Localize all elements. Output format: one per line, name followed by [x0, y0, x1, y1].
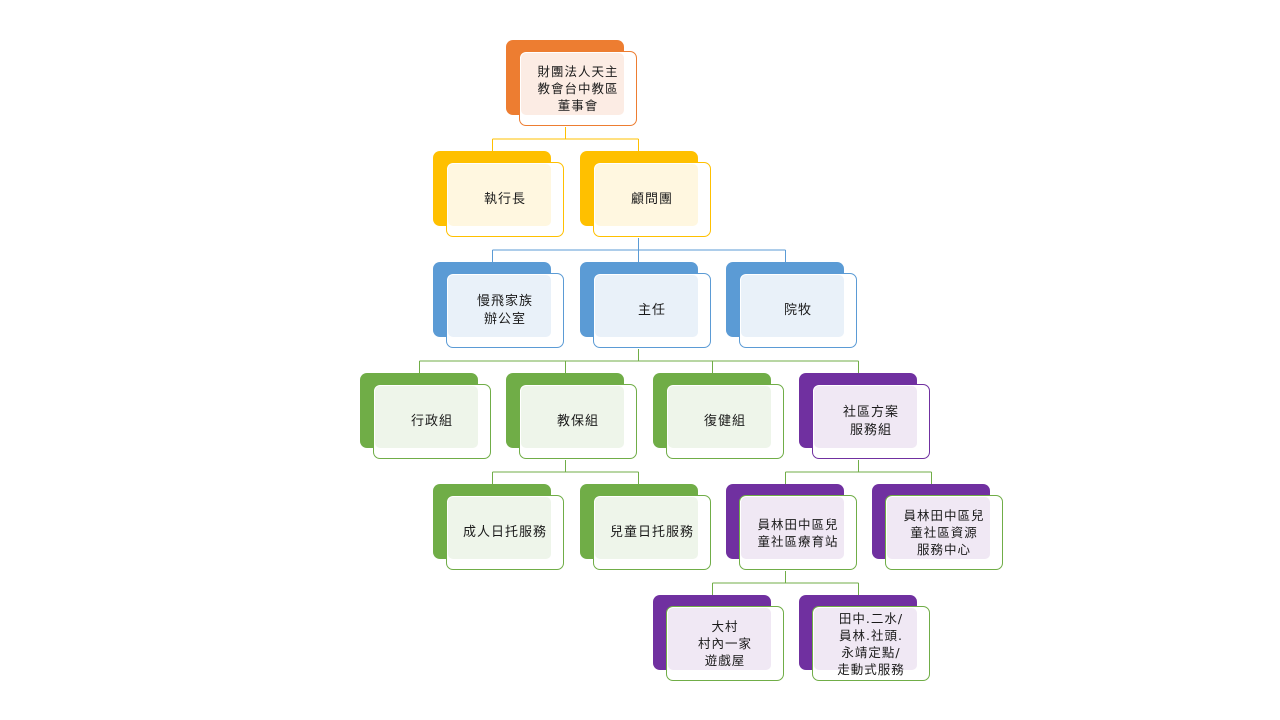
mobile-service-label: 田中.二水/ 員林.社頭. 永靖定點/ 走動式服務: [837, 610, 905, 677]
advisory-card: 顧問團: [593, 162, 711, 237]
resource-center-label: 員林田中區兒 童社區資源 服務中心: [903, 508, 985, 557]
rehab-card: 復健組: [666, 384, 784, 459]
director-label: 主任: [637, 302, 666, 318]
board-label: 財團法人天主 教會台中教區 董事會: [537, 64, 619, 113]
community-label: 社區方案 服務組: [842, 404, 899, 438]
family-office-label: 慢飛家族 辦公室: [476, 293, 533, 327]
early-care-station-label: 員林田中區兒 童社區療育站: [757, 516, 839, 549]
advisory-label: 顧問團: [630, 191, 673, 207]
playhouse-label: 大村 村內一家 遊戲屋: [697, 619, 752, 668]
education-label: 教保組: [556, 413, 599, 429]
child-daycare-label: 兒童日托服務: [609, 524, 694, 540]
family-office-card: 慢飛家族 辦公室: [446, 273, 564, 348]
playhouse-card: 大村 村內一家 遊戲屋: [666, 606, 784, 681]
mobile-service-card: 田中.二水/ 員林.社頭. 永靖定點/ 走動式服務: [812, 606, 930, 681]
board-card: 財團法人天主 教會台中教區 董事會: [519, 51, 637, 126]
director-card: 主任: [593, 273, 711, 348]
early-care-station-card: 員林田中區兒 童社區療育站: [739, 495, 857, 570]
admin-label: 行政組: [410, 413, 453, 429]
child-daycare-card: 兒童日托服務: [593, 495, 711, 570]
education-card: 教保組: [519, 384, 637, 459]
resource-center-card: 員林田中區兒 童社區資源 服務中心: [885, 495, 1003, 570]
ceo-label: 執行長: [483, 191, 526, 207]
adult-daycare-card: 成人日托服務: [446, 495, 564, 570]
chaplain-card: 院牧: [739, 273, 857, 348]
adult-daycare-label: 成人日托服務: [462, 524, 547, 540]
rehab-label: 復健組: [703, 413, 746, 429]
admin-card: 行政組: [373, 384, 491, 459]
community-card: 社區方案 服務組: [812, 384, 930, 459]
chaplain-label: 院牧: [783, 302, 812, 318]
ceo-card: 執行長: [446, 162, 564, 237]
